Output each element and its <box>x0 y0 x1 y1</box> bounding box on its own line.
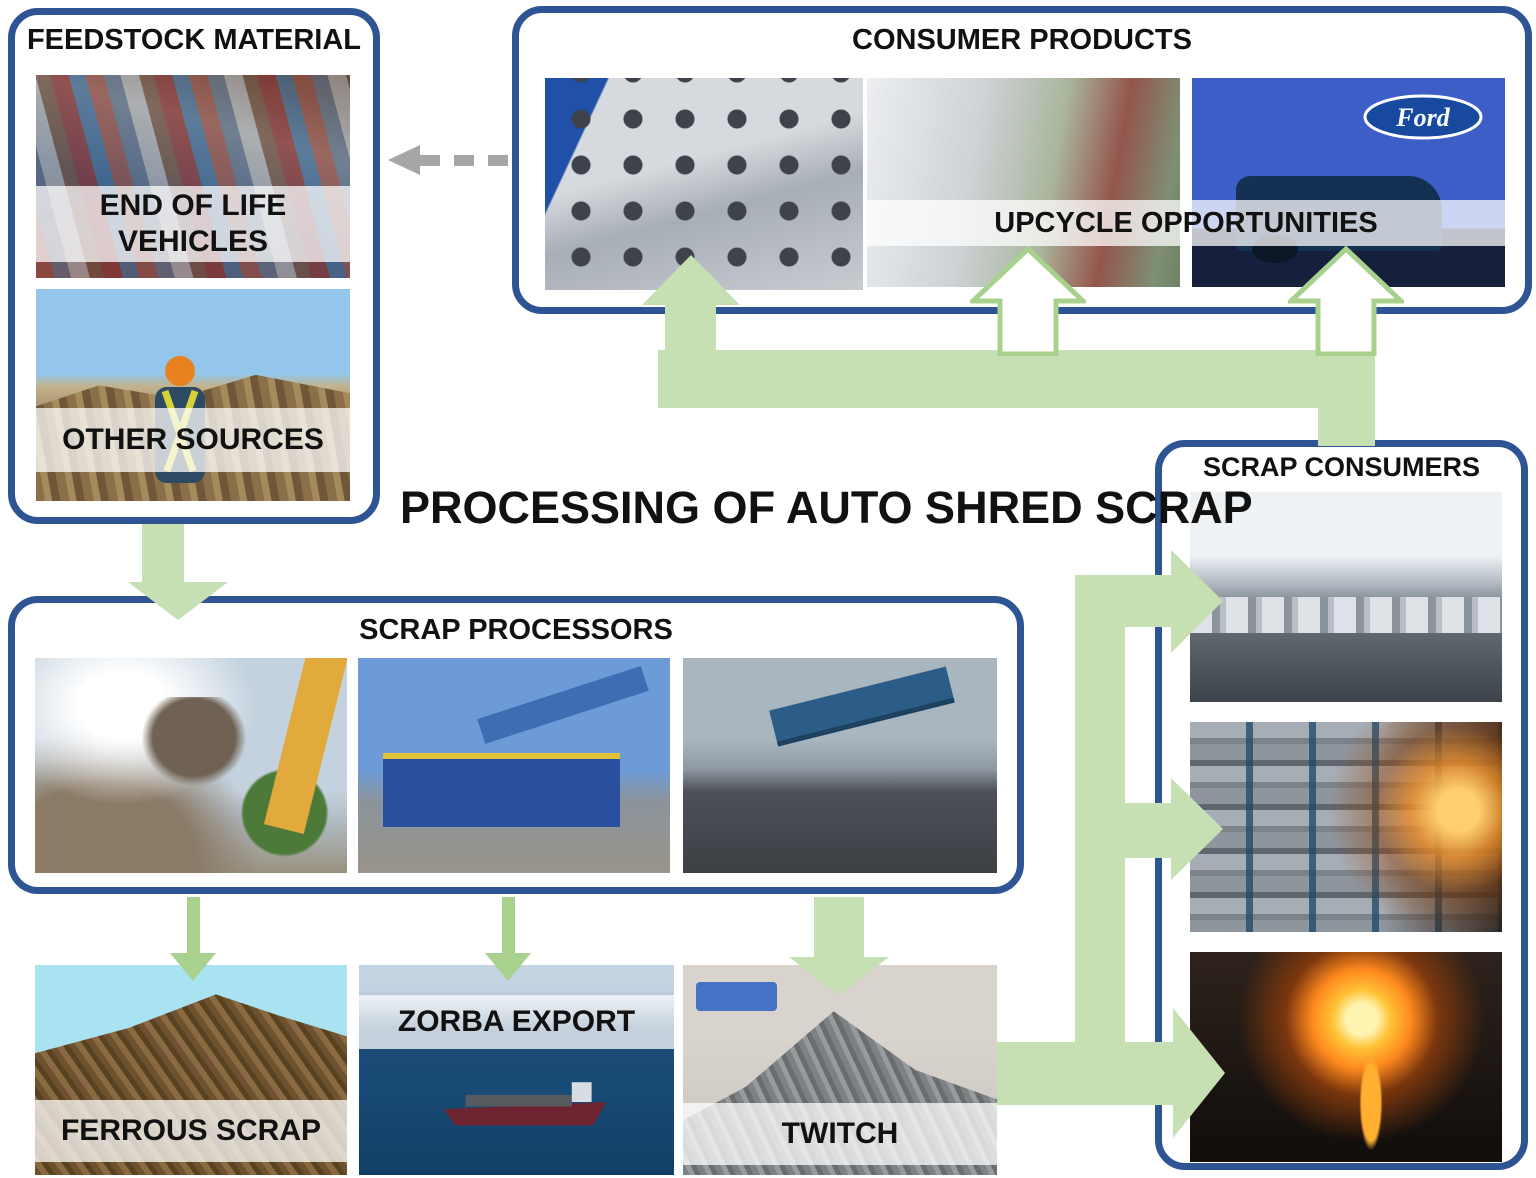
ferrous-scrap-caption: FERROUS SCRAP <box>35 1100 347 1162</box>
steel-coils-warehouse-photo <box>1190 492 1502 702</box>
arrow-processors-to-twitch-head-icon <box>789 957 889 995</box>
shredder-plant-photo <box>358 658 670 873</box>
caption-line-1: END OF LIFE <box>99 189 287 222</box>
upcycle-opportunities-banner: UPCYCLE OPPORTUNITIES <box>867 200 1505 246</box>
arrow-to-engine-photo-body <box>665 303 716 352</box>
arrow-to-ingots-head-icon <box>1171 778 1223 880</box>
arrow-processors-to-zorba-head-icon <box>485 953 531 981</box>
shredded-scrap-conveyor-photo <box>683 658 997 873</box>
ford-logo-text: Ford <box>1395 103 1450 132</box>
twitch-caption: TWITCH <box>683 1103 997 1165</box>
outlined-arrow-to-ev-photo-icon <box>970 246 1086 356</box>
arrow-to-coils-head-icon <box>1171 550 1223 653</box>
arrow-feedstock-to-processors-body <box>142 524 184 584</box>
arrow-processors-to-zorba-body <box>502 897 515 955</box>
arrow-processors-to-twitch-body <box>814 897 864 959</box>
scrap-consumers-title: SCRAP CONSUMERS <box>1202 452 1481 482</box>
outlined-arrow-to-ford-photo-icon <box>1288 246 1404 356</box>
coil-rows-graphic <box>1190 597 1502 633</box>
diagram-title: PROCESSING OF AUTO SHRED SCRAP <box>400 482 1253 533</box>
arrow-feedstock-to-processors-head-icon <box>128 582 228 620</box>
arrow-to-coils-body <box>1125 575 1173 627</box>
arrow-processors-to-ferrous-head-icon <box>170 953 216 981</box>
end-of-life-vehicles-caption: END OF LIFE VEHICLES <box>36 186 350 262</box>
ford-logo-icon: Ford <box>1363 94 1483 140</box>
arrow-to-engine-photo-head-icon <box>642 255 740 305</box>
arrow-to-molten-metal-head-icon <box>1173 1008 1225 1138</box>
arrow-processors-to-ferrous-body <box>187 897 200 955</box>
dashed-arrow-left-head-icon <box>388 145 420 175</box>
arrow-to-ingots-body <box>1125 803 1173 858</box>
cargo-ship-icon <box>443 1082 606 1126</box>
zorba-export-caption: ZORBA EXPORT <box>359 995 674 1049</box>
connector-bar-to-consumers-box-stub <box>1318 406 1375 446</box>
grapple-scrap-graphic <box>141 696 248 787</box>
scrap-processors-title: SCRAP PROCESSORS <box>359 614 673 646</box>
caption-line-2: VEHICLES <box>117 225 269 258</box>
plant-machinery-graphic <box>382 752 621 828</box>
crane-boom-graphic <box>263 658 347 835</box>
dashed-arrow-line <box>420 155 512 166</box>
aluminum-ingots-photo <box>1190 722 1502 932</box>
stacker-conveyor-graphic <box>769 666 955 747</box>
pallet-jack-graphic <box>695 981 778 1012</box>
molten-metal-pour-photo <box>1190 952 1502 1162</box>
other-sources-caption: OTHER SOURCES <box>36 408 350 472</box>
engine-cylinder-heads-photo <box>545 78 863 290</box>
connector-consumers-to-products-bar <box>658 350 1375 408</box>
feedstock-material-title: FEEDSTOCK MATERIAL <box>26 24 362 56</box>
consumer-products-title: CONSUMER PRODUCTS <box>852 24 1192 56</box>
plant-conveyor-graphic <box>476 666 648 745</box>
connector-vertical-riser <box>1075 575 1125 1105</box>
scrap-crane-grapple-photo <box>35 658 347 873</box>
